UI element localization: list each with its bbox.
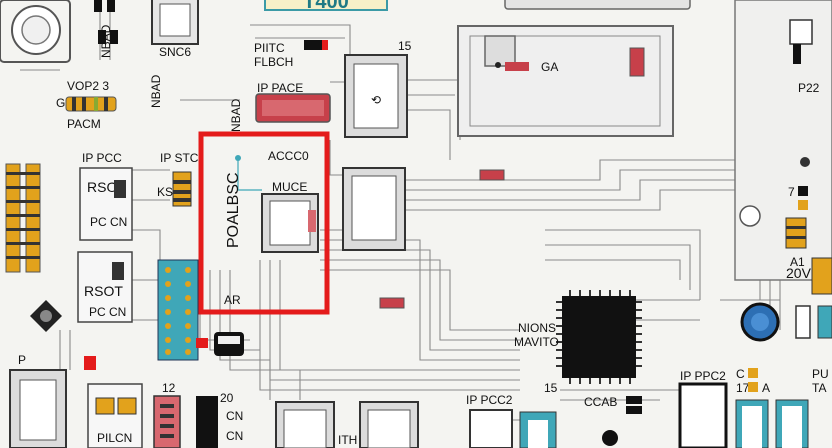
label-15-bottom: 15 xyxy=(544,381,558,395)
label-rsot-2: RSOT xyxy=(84,283,123,299)
label-acc: ACCC0 xyxy=(268,149,309,163)
connector-12: 12 xyxy=(153,381,181,448)
ip-stc-block: IP STC KS xyxy=(157,151,199,207)
chip-upper-middle: ⟲ xyxy=(344,54,408,138)
label-p22: P22 xyxy=(798,81,820,95)
resistor-ga xyxy=(505,62,529,71)
label-ip-stc: IP STC xyxy=(160,151,199,165)
red-highlight-box xyxy=(198,131,330,315)
chip-bottom-1 xyxy=(275,401,335,448)
label-mavito: MAVITO xyxy=(514,335,559,349)
top-left-parts: NBAD NBAD xyxy=(94,0,163,108)
label-pccn-2: PC CN xyxy=(89,305,126,319)
label-pilcn: PILCN xyxy=(97,431,132,445)
main-ic: NIONS MAVITO 15 xyxy=(514,290,642,395)
label-15-top: 15 xyxy=(398,39,412,53)
label-flbch: FLBCH xyxy=(254,55,293,69)
label-nbad: NBAD xyxy=(99,24,113,58)
ip-pcc2-block: IP PCC2 CCAB xyxy=(466,393,642,448)
ip-pace-area: PIITC FLBCH 15 IP PACE NBAD xyxy=(229,39,412,132)
connector-20: 20 CN CN xyxy=(196,391,243,448)
bottom-left-chip: P xyxy=(9,353,96,448)
resistor-array-left xyxy=(5,163,41,273)
label-a1: A1 xyxy=(790,255,805,269)
label-pitc: PIITC xyxy=(254,41,285,55)
label-ga: GA xyxy=(541,60,558,74)
label-7: 7 xyxy=(788,185,795,199)
label-ta: TA xyxy=(812,381,826,395)
label-snc6: SNC6 xyxy=(159,45,191,59)
header-connector xyxy=(157,259,199,361)
label-c: C xyxy=(736,367,745,381)
transistor-group xyxy=(196,332,244,356)
label-nbad-2: NBAD xyxy=(149,74,163,108)
pilcn-block: PILCN xyxy=(87,383,143,448)
label-nions: NIONS xyxy=(518,321,556,335)
label-pacm: PACM xyxy=(67,117,101,131)
label-ar: AR xyxy=(224,293,241,307)
diamond-sensor xyxy=(30,300,62,332)
ip-pcc-block: IP PCC RSOT PC CN xyxy=(79,151,133,241)
label-ith: ITH xyxy=(338,433,357,447)
label-vop23: VOP2 3 xyxy=(67,79,109,93)
label-mice: MUCE xyxy=(272,180,307,194)
label-ccab: CCAB xyxy=(584,395,617,409)
label-nbad-side: NBAD xyxy=(229,98,243,132)
chip-snc6: SNC6 xyxy=(151,0,199,59)
label-ip-pace: IP PACE xyxy=(257,81,303,95)
svg-text:⟲: ⟲ xyxy=(371,93,381,107)
label-pccn-1: PC CN xyxy=(90,215,127,229)
vertical-resistor xyxy=(629,47,645,77)
label-17: 17 xyxy=(736,381,750,395)
label-a: A xyxy=(762,381,770,395)
label-12: 12 xyxy=(162,381,176,395)
rsot-block-2: RSOT PC CN xyxy=(77,251,133,323)
header-text: T400 xyxy=(303,0,349,13)
chip-center xyxy=(342,167,406,251)
highlight-region: ACCC0 MUCE POALBSC AR xyxy=(198,131,330,315)
label-ks: KS xyxy=(157,185,173,199)
small-resistors xyxy=(379,169,505,309)
label-ip-ppc2: IP PPC2 xyxy=(680,369,726,383)
ip-ppc2-block: IP PPC2 C 17 A PU TA xyxy=(678,367,829,448)
label-ip-pcc2: IP PCC2 xyxy=(466,393,513,407)
label-cn-2: CN xyxy=(226,429,243,443)
label-cn-1: CN xyxy=(226,409,243,423)
title-plate: T400 xyxy=(264,0,388,13)
label-20: 20 xyxy=(220,391,234,405)
label-pu: PU xyxy=(812,367,829,381)
resistor-vop: VOP2 3 G PACM xyxy=(56,79,117,131)
label-ip-pcc: IP PCC xyxy=(82,151,122,165)
right-side-parts: P22 7 A1 20V xyxy=(734,0,832,342)
chip-bottom-2: ITH xyxy=(338,401,419,448)
label-p: P xyxy=(18,353,26,367)
label-g: G xyxy=(56,96,65,110)
diode-top xyxy=(304,40,328,50)
top-right-module: GA xyxy=(457,0,691,137)
label-poalbsc: POALBSC xyxy=(225,172,242,248)
label-20v: 20V xyxy=(786,265,812,281)
tactile-switch xyxy=(0,0,71,63)
